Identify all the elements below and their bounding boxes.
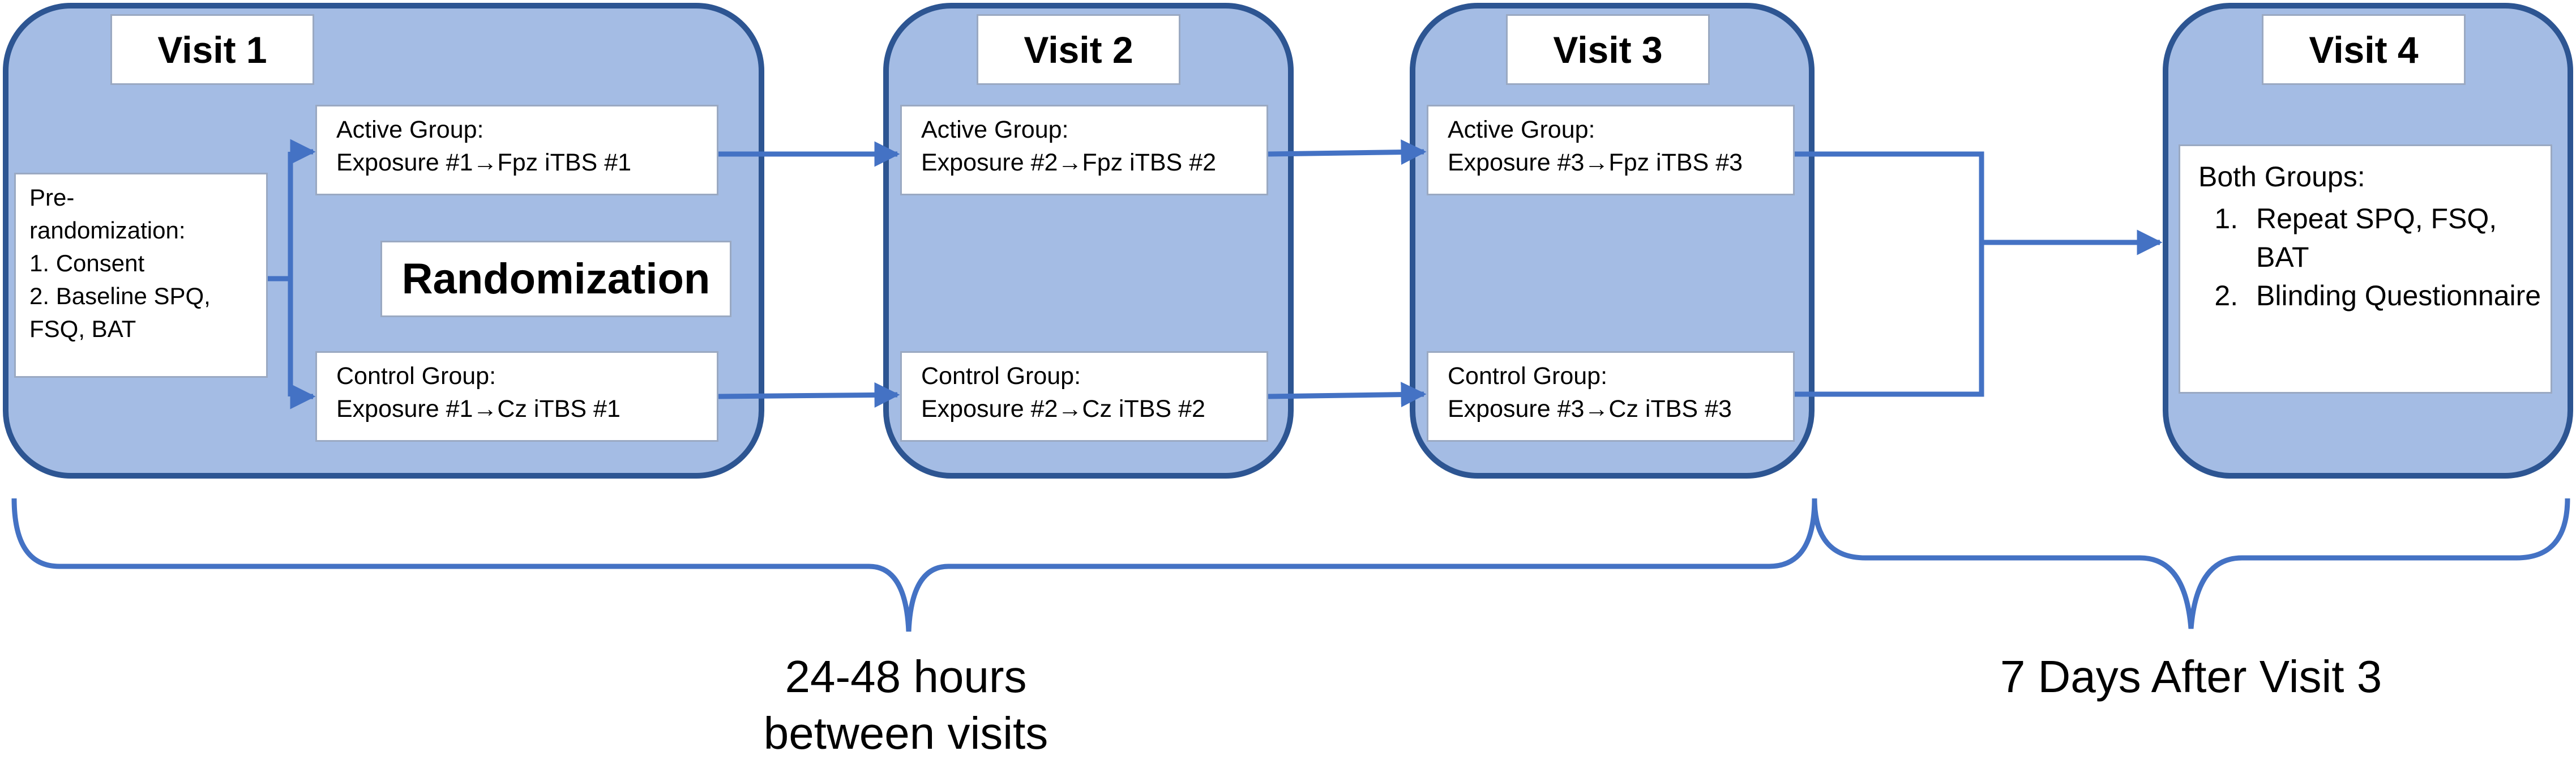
- both-groups-item-1: Repeat SPQ, FSQ, BAT: [2246, 199, 2551, 276]
- merge-line: [1795, 151, 1984, 397]
- visit-2-title: Visit 2: [977, 14, 1180, 85]
- control-group-exposure: Exposure #2→Cz iTBS #2: [921, 395, 1205, 423]
- active-group-label: Active Group:: [921, 116, 1069, 143]
- prerand-line-2: randomization:: [29, 217, 186, 244]
- both-groups-heading: Both Groups:: [2198, 161, 2365, 193]
- visit-4-title: Visit 4: [2262, 14, 2466, 85]
- randomization-label: Randomization: [380, 241, 731, 317]
- visit-1-control-group: Control Group: Exposure #1→Cz iTBS #1: [315, 351, 718, 442]
- active-group-exposure: Exposure #3→Fpz iTBS #3: [1448, 149, 1743, 176]
- both-groups-list: Repeat SPQ, FSQ, BAT Blinding Questionna…: [2198, 199, 2551, 315]
- active-group-label: Active Group:: [1448, 116, 1595, 143]
- control-group-exposure: Exposure #3→Cz iTBS #3: [1448, 395, 1732, 423]
- timeline-label-line-2: between visits: [763, 708, 1049, 758]
- prerand-line-3: 1. Consent: [29, 250, 145, 276]
- prerand-line-5: FSQ, BAT: [29, 315, 136, 342]
- visit-2-control-group: Control Group: Exposure #2→Cz iTBS #2: [900, 351, 1268, 442]
- both-groups-item-2: Blinding Questionnaire: [2246, 276, 2551, 315]
- control-group-label: Control Group:: [336, 362, 497, 390]
- visit-3-title: Visit 3: [1506, 14, 1710, 85]
- visit-2-active-group: Active Group: Exposure #2→Fpz iTBS #2: [900, 105, 1268, 195]
- prerand-line-1: Pre-: [29, 184, 75, 211]
- arrow-v2-v3-active: [1268, 139, 1427, 165]
- control-group-label: Control Group:: [1448, 362, 1608, 390]
- prerandomization-box: Pre- randomization: 1. Consent 2. Baseli…: [14, 173, 268, 378]
- active-group-exposure: Exposure #1→Fpz iTBS #1: [336, 149, 632, 176]
- arrow-v1-v2-control: [718, 382, 900, 408]
- prerand-line-4: 2. Baseline SPQ,: [29, 283, 211, 309]
- both-groups-box: Both Groups: Repeat SPQ, FSQ, BAT Blindi…: [2179, 144, 2552, 394]
- visit-3-control-group: Control Group: Exposure #3→Cz iTBS #3: [1427, 351, 1795, 442]
- control-group-exposure: Exposure #1→Cz iTBS #1: [336, 395, 621, 423]
- active-group-exposure: Exposure #2→Fpz iTBS #2: [921, 149, 1217, 176]
- control-group-label: Control Group:: [921, 362, 1081, 390]
- arrow-v2-v3-control: [1268, 382, 1427, 408]
- active-group-label: Active Group:: [336, 116, 484, 143]
- visit-1-title: Visit 1: [110, 14, 314, 85]
- timeline-label-7-days: 7 Days After Visit 3: [2000, 651, 2382, 702]
- timeline-label-24-48-hours: 24-48 hours between visits: [651, 648, 1161, 762]
- brace-7-days: [1812, 498, 2570, 629]
- visit-3-active-group: Active Group: Exposure #3→Fpz iTBS #3: [1427, 105, 1795, 195]
- brace-24-48-hours: [11, 498, 1817, 632]
- timeline-label-line-1: 24-48 hours: [785, 651, 1027, 702]
- visit-1-active-group: Active Group: Exposure #1→Fpz iTBS #1: [315, 105, 718, 195]
